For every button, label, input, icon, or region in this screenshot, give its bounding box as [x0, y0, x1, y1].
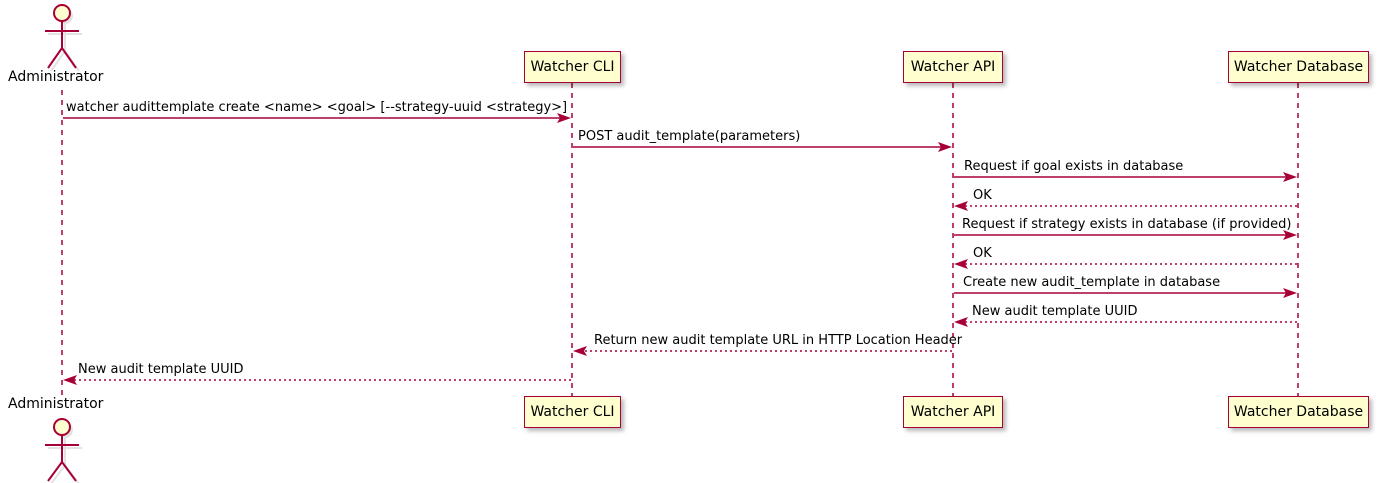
message-arrow-6	[954, 259, 1297, 269]
message-arrow-1	[63, 113, 571, 123]
message-arrow-10	[63, 375, 571, 385]
participant-label-watcher-cli: Watcher CLI	[530, 404, 615, 420]
message-arrow-2	[573, 142, 952, 152]
message-arrow-3	[954, 172, 1297, 182]
participant-box-watcher-api-bottom[interactable]: Watcher API	[903, 396, 1003, 428]
participant-label-watcher-database: Watcher Database	[1233, 404, 1364, 420]
actor-administrator-top	[45, 4, 82, 72]
participant-box-watcher-cli-bottom[interactable]: Watcher CLI	[524, 396, 621, 428]
participant-label-watcher-cli: Watcher CLI	[530, 59, 615, 75]
message-label-3: Request if goal exists in database	[964, 159, 1184, 174]
actor-label-administrator-top: Administrator	[8, 69, 104, 85]
message-label-8: New audit template UUID	[972, 304, 1138, 319]
actor-head-icon	[53, 418, 71, 436]
message-label-9: Return new audit template URL in HTTP Lo…	[594, 333, 963, 348]
participant-label-watcher-database: Watcher Database	[1233, 59, 1364, 75]
message-label-2: POST audit_template(parameters)	[578, 129, 801, 144]
participant-box-watcher-database-bottom[interactable]: Watcher Database	[1228, 396, 1369, 428]
message-label-5: Request if strategy exists in database (…	[962, 217, 1292, 232]
message-label-7: Create new audit_template in database	[963, 275, 1221, 290]
message-label-4: OK	[973, 188, 992, 203]
participant-box-watcher-api-top[interactable]: Watcher API	[903, 51, 1003, 83]
message-label-10: New audit template UUID	[78, 362, 244, 377]
message-label-1: watcher audittemplate create <name> <goa…	[66, 100, 568, 115]
message-label-6: OK	[973, 246, 992, 261]
actor-administrator-bottom	[45, 418, 82, 483]
participant-box-watcher-cli-top[interactable]: Watcher CLI	[524, 51, 621, 83]
message-arrow-5	[954, 230, 1297, 240]
lifelines	[61, 83, 1299, 396]
message-arrow-7	[954, 288, 1297, 298]
message-arrow-4	[954, 201, 1297, 211]
message-arrow-9	[573, 346, 952, 356]
message-arrows	[63, 113, 1297, 385]
participant-label-watcher-api: Watcher API	[910, 404, 996, 420]
actor-head-icon	[53, 4, 71, 22]
participant-box-watcher-database-top[interactable]: Watcher Database	[1228, 51, 1369, 83]
message-arrow-8	[954, 317, 1297, 327]
actor-label-administrator-bottom: Administrator	[8, 396, 104, 412]
participant-label-watcher-api: Watcher API	[910, 59, 996, 75]
